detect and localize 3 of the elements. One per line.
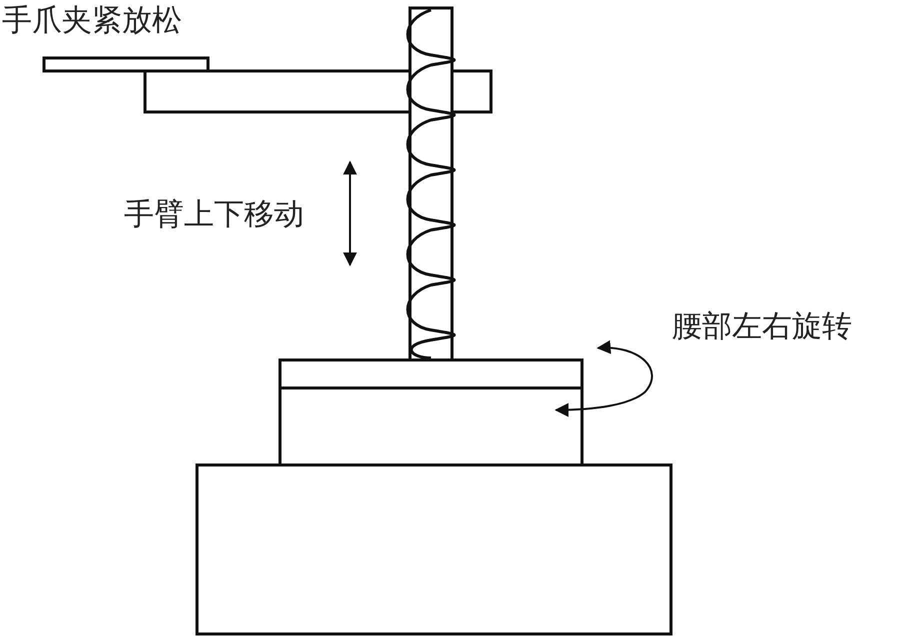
part-label: 腰部左右旋转 bbox=[672, 312, 852, 342]
part-label: 手爪夹紧放松 bbox=[2, 6, 182, 36]
part-label: 手臂上下移动 bbox=[124, 200, 304, 230]
